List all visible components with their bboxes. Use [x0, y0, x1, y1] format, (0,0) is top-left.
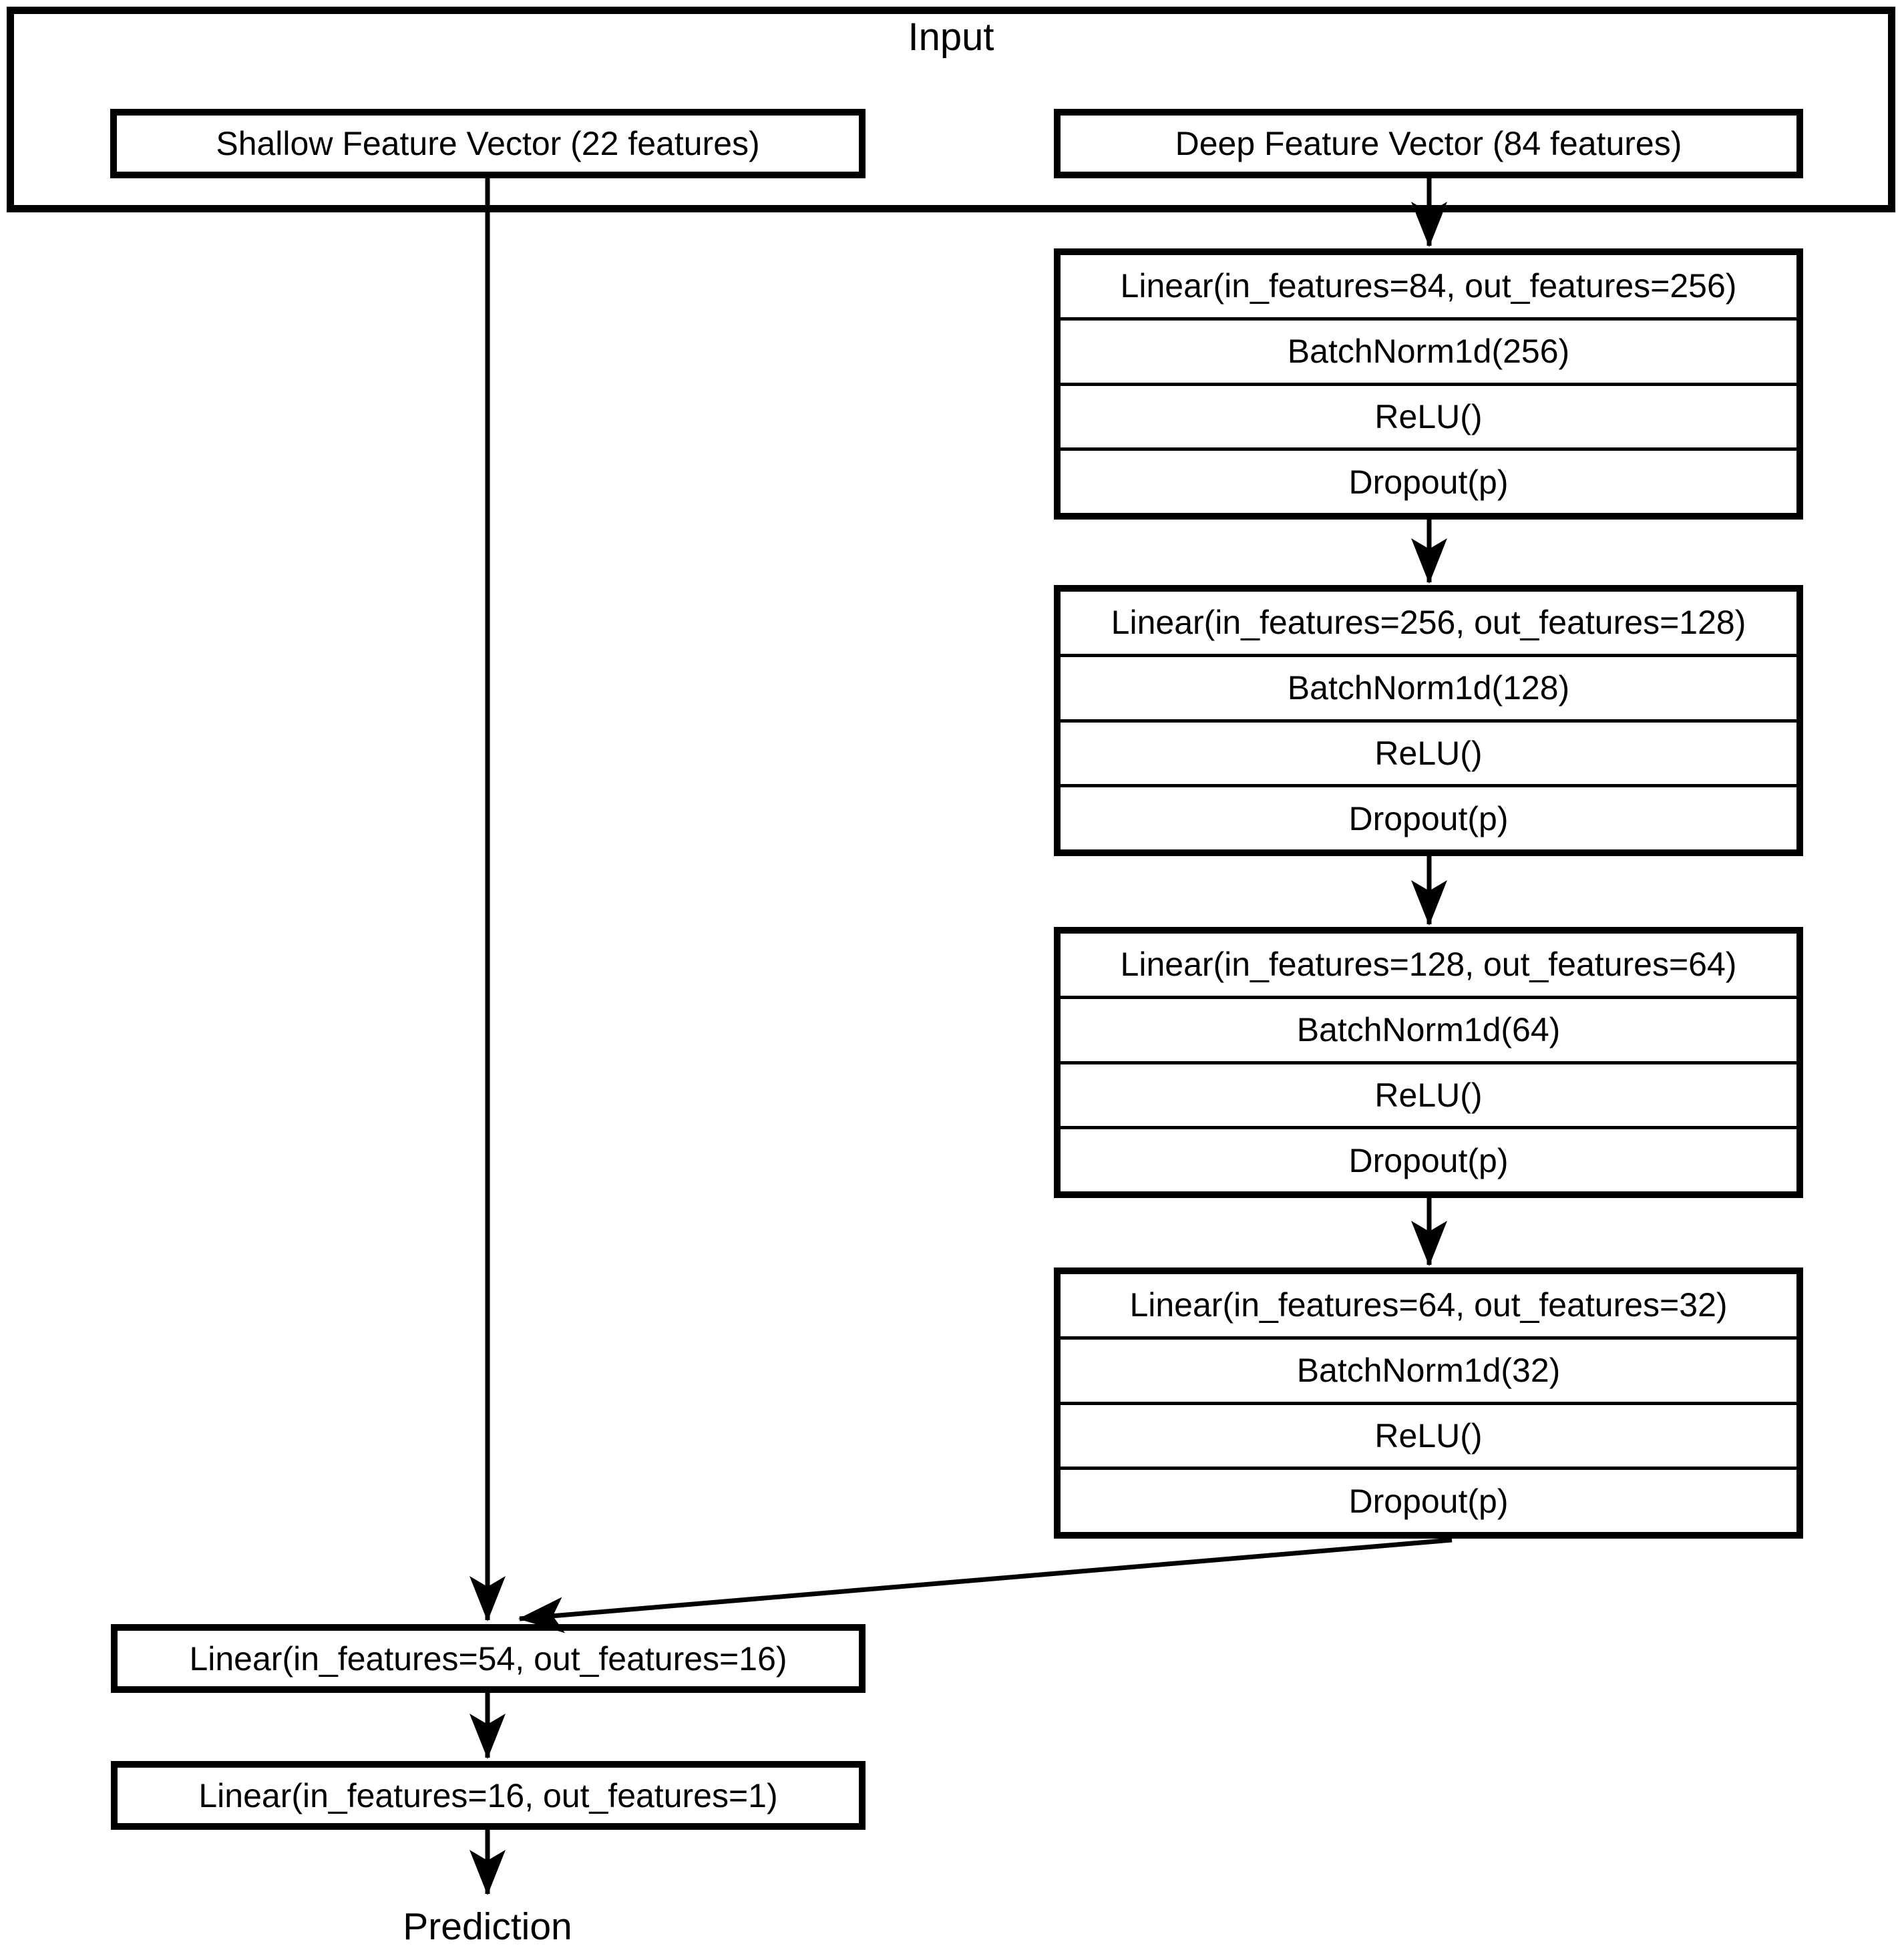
batchnorm-layer-row: BatchNorm1d(256) — [1061, 317, 1796, 383]
shallow-feature-vector-label: Shallow Feature Vector (22 features) — [216, 125, 760, 162]
linear-layer-row: Linear(in_features=84, out_features=256) — [1120, 267, 1737, 305]
relu-layer-row: ReLU() — [1061, 1401, 1796, 1467]
batchnorm-layer-row: BatchNorm1d(128) — [1061, 653, 1796, 719]
fusion-linear-label-2: Linear(in_features=16, out_features=1) — [198, 1776, 778, 1814]
deep-feature-vector-label: Deep Feature Vector (84 features) — [1175, 125, 1682, 162]
dropout-layer-row: Dropout(p) — [1061, 1467, 1796, 1532]
prediction-label: Prediction — [403, 1905, 572, 1948]
fusion-linear-label-1: Linear(in_features=54, out_features=16) — [189, 1639, 787, 1678]
batchnorm-layer-row: BatchNorm1d(64) — [1061, 995, 1796, 1061]
relu-layer-row: ReLU() — [1061, 719, 1796, 785]
fusion-linear-box-2: Linear(in_features=16, out_features=1) — [111, 1761, 866, 1830]
deep-feature-vector-box: Deep Feature Vector (84 features) — [1054, 109, 1803, 178]
deep-block-1: Linear(in_features=84, out_features=256)… — [1054, 248, 1803, 520]
input-group-title: Input — [908, 15, 994, 59]
linear-layer-row: Linear(in_features=64, out_features=32) — [1129, 1286, 1728, 1324]
linear-layer-row: Linear(in_features=256, out_features=128… — [1111, 604, 1746, 642]
deep-block-4: Linear(in_features=64, out_features=32) … — [1054, 1268, 1803, 1539]
linear-layer-row: Linear(in_features=128, out_features=64) — [1120, 946, 1737, 984]
arrow-block4-to-fusion — [518, 1537, 1453, 1633]
deep-block-3: Linear(in_features=128, out_features=64)… — [1054, 927, 1803, 1198]
fusion-linear-box-1: Linear(in_features=54, out_features=16) — [111, 1624, 866, 1693]
relu-layer-row: ReLU() — [1061, 382, 1796, 448]
dropout-layer-row: Dropout(p) — [1061, 1126, 1796, 1191]
dropout-layer-row: Dropout(p) — [1061, 447, 1796, 513]
relu-layer-row: ReLU() — [1061, 1060, 1796, 1127]
batchnorm-layer-row: BatchNorm1d(32) — [1061, 1336, 1796, 1402]
dropout-layer-row: Dropout(p) — [1061, 784, 1796, 849]
shallow-feature-vector-box: Shallow Feature Vector (22 features) — [110, 109, 866, 178]
deep-block-2: Linear(in_features=256, out_features=128… — [1054, 585, 1803, 856]
